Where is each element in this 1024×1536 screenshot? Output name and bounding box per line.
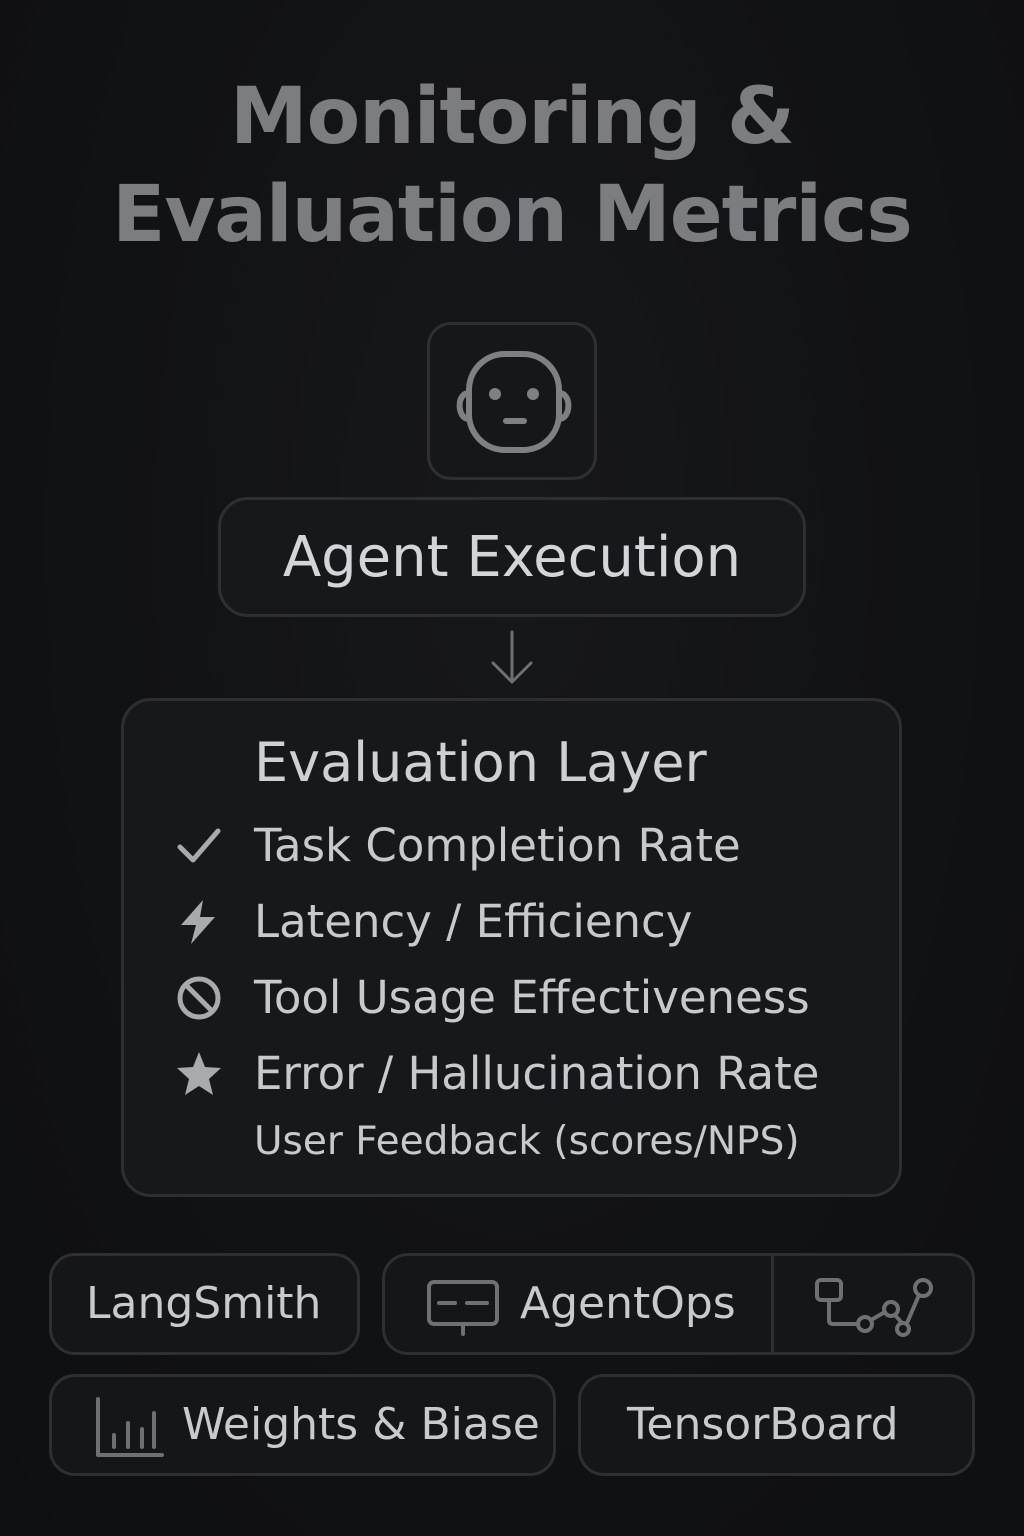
metric-task-completion: Task Completion Rate <box>124 815 899 877</box>
page-title-line-2: Evaluation Metrics <box>112 170 913 260</box>
metric-tool-usage: Tool Usage Effectiveness <box>124 967 899 1029</box>
robot-tile <box>427 322 597 480</box>
tool-label: Weights & Biase <box>182 1399 540 1450</box>
tool-tensorboard: TensorBoard <box>578 1374 975 1476</box>
lightning-icon <box>181 900 215 944</box>
metric-label: Task Completion Rate <box>254 819 741 872</box>
robot-face-icon <box>456 351 572 453</box>
evaluation-layer-node: Evaluation Layer Task Completion Rate La… <box>121 698 902 1197</box>
bar-chart-icon <box>96 1397 164 1457</box>
tool-label: AgentOps <box>520 1278 736 1329</box>
tool-label: LangSmith <box>86 1278 322 1329</box>
agent-execution-label: Agent Execution <box>282 524 742 590</box>
star-icon <box>177 1052 221 1095</box>
agent-execution-node: Agent Execution <box>218 497 806 617</box>
metric-error-rate: Error / Hallucination Rate <box>124 1043 899 1105</box>
tool-divider <box>771 1256 774 1352</box>
metric-user-feedback: User Feedback (scores/NPS) <box>124 1111 899 1173</box>
page-title-line-1: Monitoring & <box>229 72 795 162</box>
tool-langsmith: LangSmith <box>49 1253 360 1355</box>
evaluation-layer-title: Evaluation Layer <box>254 731 707 794</box>
tool-label: TensorBoard <box>627 1399 899 1450</box>
checkmark-icon <box>177 828 221 863</box>
arrow-down-icon <box>491 630 533 684</box>
tool-agentops: AgentOps <box>382 1253 975 1355</box>
metric-label: Tool Usage Effectiveness <box>254 971 810 1024</box>
metric-label: Latency / Efficiency <box>254 895 693 948</box>
prohibited-icon <box>177 976 221 1020</box>
flow-graph-icon <box>815 1278 933 1337</box>
metric-label: User Feedback (scores/NPS) <box>254 1119 800 1164</box>
metric-latency: Latency / Efficiency <box>124 891 899 953</box>
monitor-icon <box>427 1280 499 1336</box>
tool-weights-biases: Weights & Biase <box>49 1374 556 1476</box>
metric-label: Error / Hallucination Rate <box>254 1047 820 1100</box>
